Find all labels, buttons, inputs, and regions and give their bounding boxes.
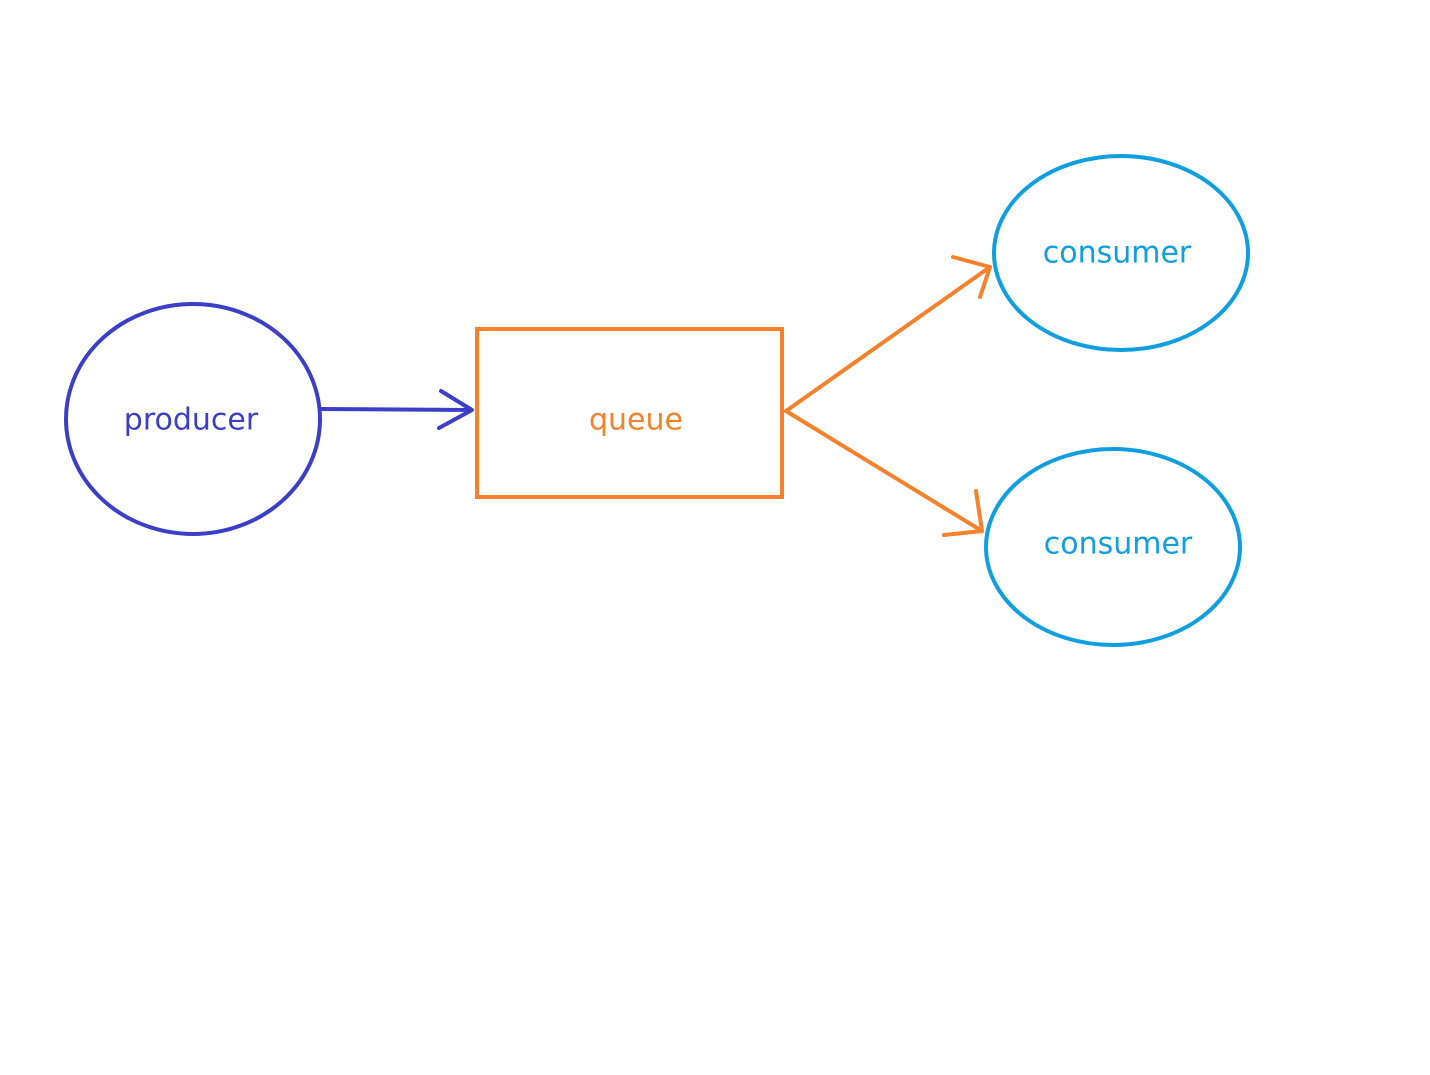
consumer-2-label: consumer xyxy=(1044,527,1193,562)
producer-node: producer xyxy=(64,302,322,536)
consumer-2-ellipse xyxy=(984,447,1242,647)
queue-box xyxy=(475,327,784,499)
arrow-queue-to-consumer-1 xyxy=(784,255,992,413)
arrow-queue-to-consumer-2 xyxy=(784,409,984,537)
producer-label: producer xyxy=(124,403,259,438)
arrow-producer-to-queue-shaft xyxy=(320,407,472,412)
queue-node: queue xyxy=(475,327,784,499)
consumer-node-1: consumer xyxy=(992,154,1250,352)
consumer-1-label: consumer xyxy=(1043,236,1192,271)
arrow-queue-to-consumer-1-shaft xyxy=(784,265,992,413)
arrow-producer-to-queue-head xyxy=(437,389,474,430)
arrow-queue-to-consumer-2-head xyxy=(942,489,984,537)
producer-ellipse xyxy=(64,302,322,536)
arrow-queue-to-consumer-2-shaft xyxy=(784,409,984,533)
consumer-node-2: consumer xyxy=(984,447,1242,647)
arrow-queue-to-consumer-1-head xyxy=(951,255,992,299)
queue-label: queue xyxy=(589,403,683,438)
arrow-producer-to-queue xyxy=(320,389,474,430)
consumer-1-ellipse xyxy=(992,154,1250,352)
